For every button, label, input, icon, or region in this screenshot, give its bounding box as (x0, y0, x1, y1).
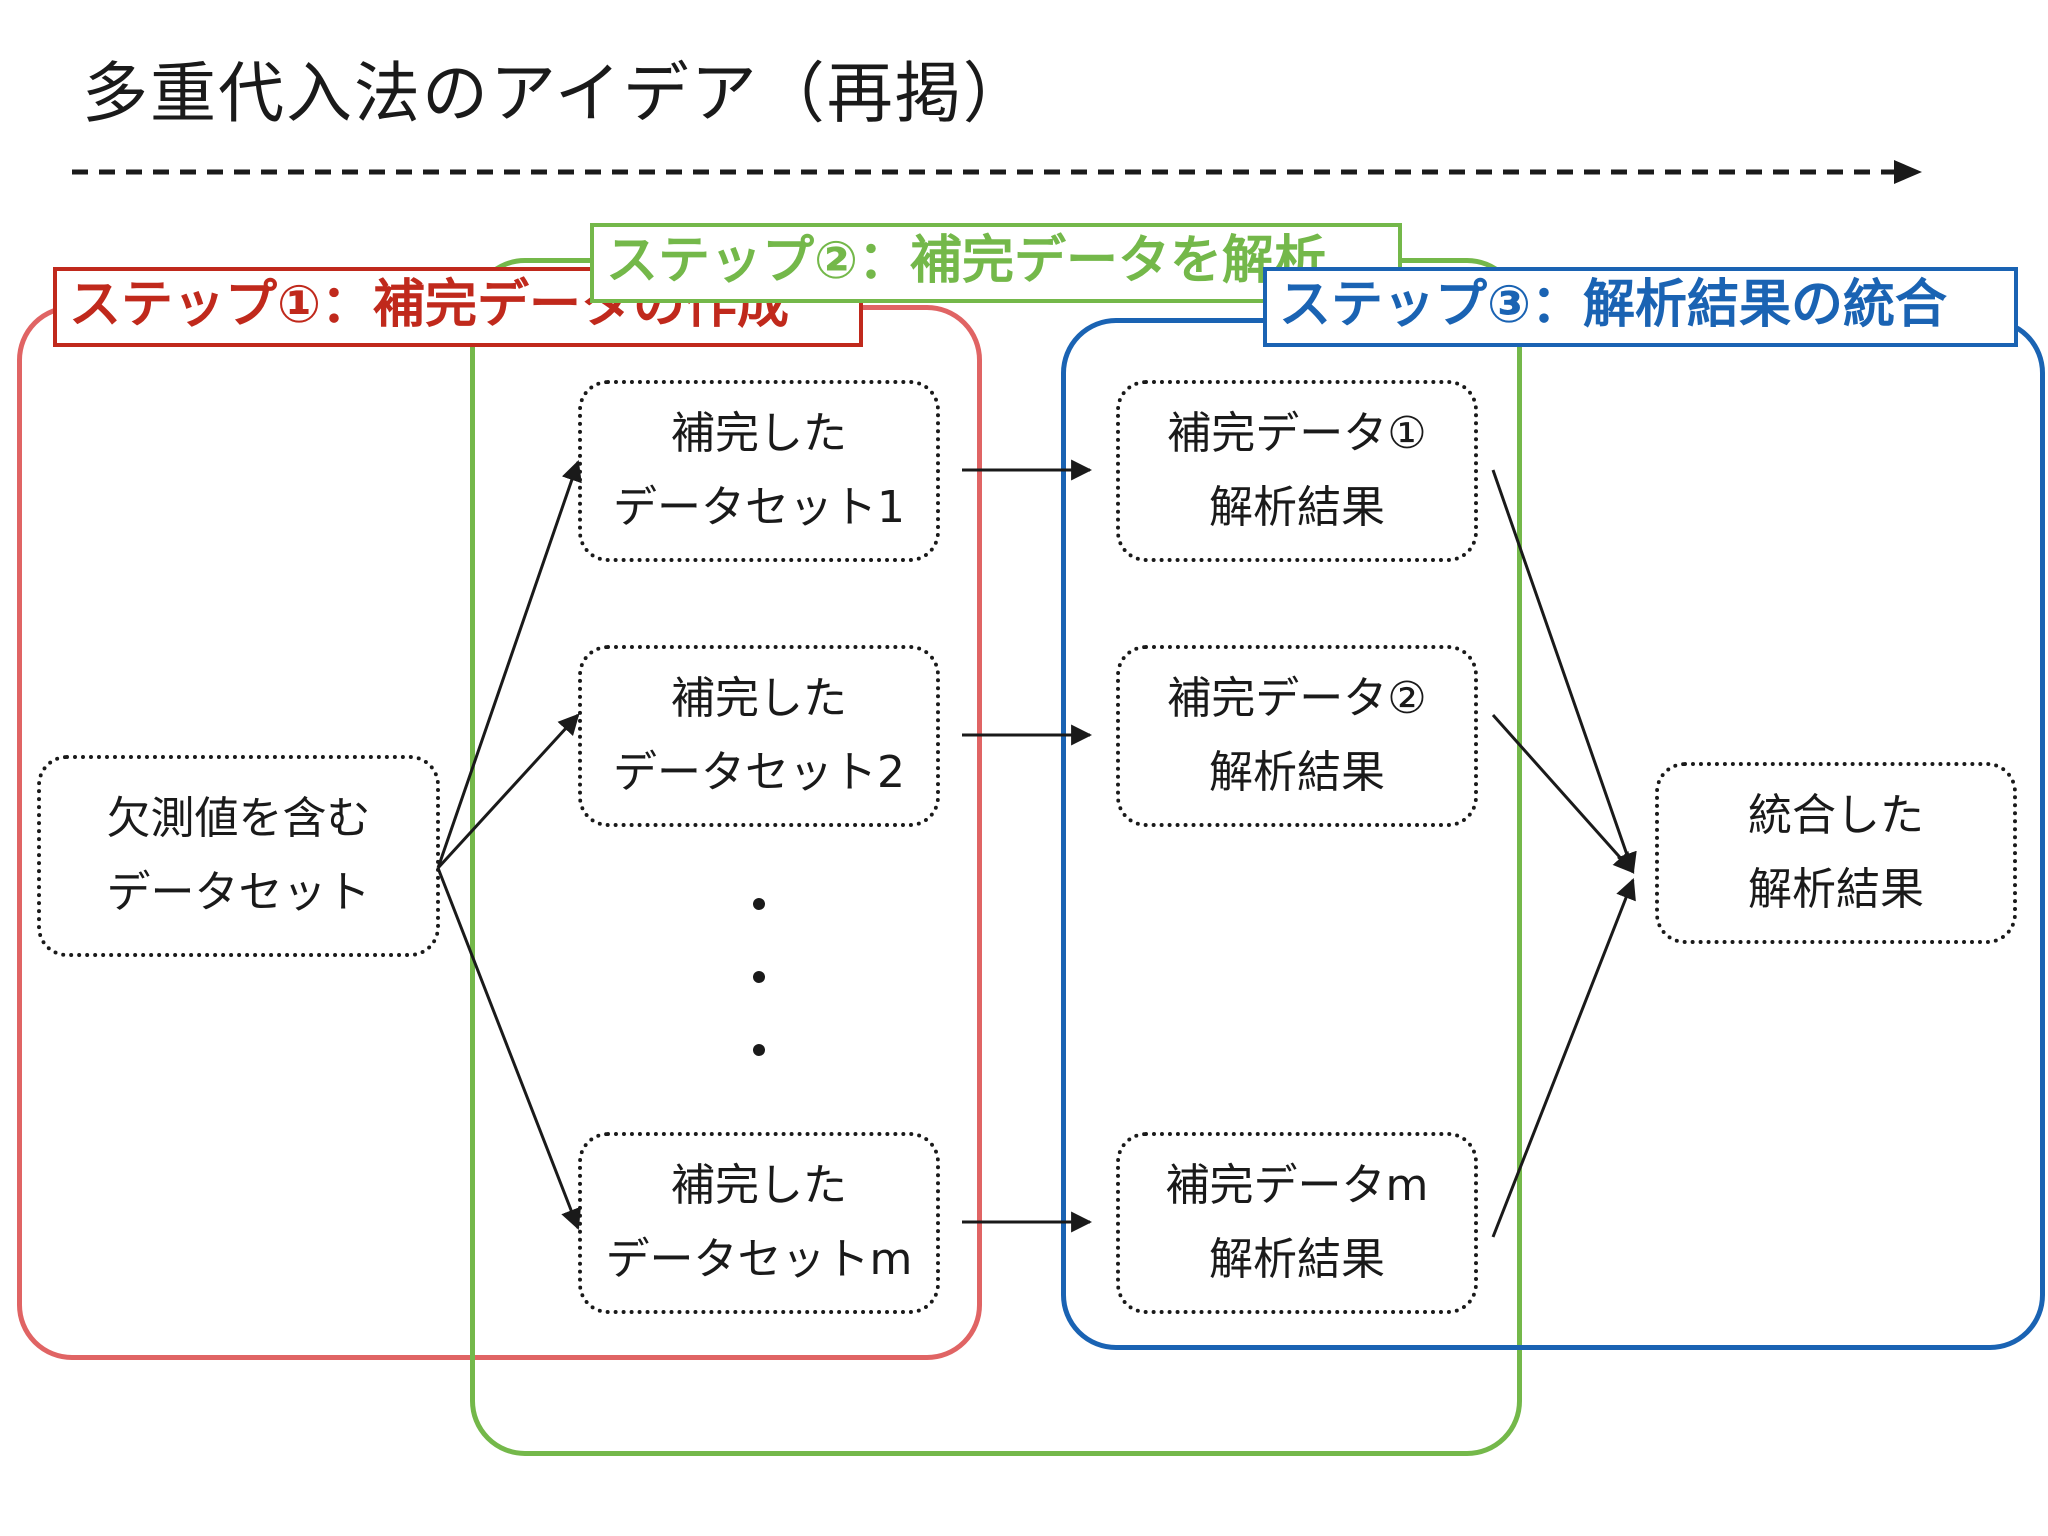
node-missing-dataset: 欠測値を含む データセット (37, 755, 440, 957)
node-ds2-line2: データセット2 (613, 747, 905, 798)
timeline-arrowhead (1894, 160, 1922, 184)
node-missing-line1: 欠測値を含む (106, 793, 371, 844)
node-dsm-line2: データセットm (605, 1234, 913, 1285)
node-resm-line2: 解析結果 (1209, 1234, 1385, 1285)
node-imputed-dataset-2: 補完した データセット2 (578, 645, 940, 827)
node-res2-line2: 解析結果 (1209, 747, 1385, 798)
node-res2-line1: 補完データ② (1167, 673, 1427, 724)
node-analysis-result-2: 補完データ② 解析結果 (1116, 645, 1478, 827)
node-imputed-dataset-m: 補完した データセットm (578, 1132, 940, 1314)
node-res1-line1: 補完データ① (1167, 408, 1427, 459)
step2-label: ステップ②：補完データを解析 (590, 223, 1402, 303)
node-res1-line2: 解析結果 (1209, 482, 1385, 533)
page-title: 多重代入法のアイデア（再掲） (82, 55, 1031, 132)
node-ds2-line1: 補完した (671, 673, 847, 724)
node-missing-line2: データセット (106, 867, 371, 918)
node-dsm-line1: 補完した (671, 1160, 847, 1211)
node-analysis-result-m: 補完データm 解析結果 (1116, 1132, 1478, 1314)
node-merged-line2: 解析結果 (1748, 864, 1924, 915)
node-imputed-dataset-1: 補完した データセット1 (578, 380, 940, 562)
node-analysis-result-1: 補完データ① 解析結果 (1116, 380, 1478, 562)
node-ds1-line1: 補完した (671, 408, 847, 459)
node-merged-line1: 統合した (1748, 790, 1924, 841)
node-ds1-line2: データセット1 (613, 482, 905, 533)
node-resm-line1: 補完データm (1165, 1160, 1429, 1211)
step3-label: ステップ③：解析結果の統合 (1263, 267, 2018, 347)
node-merged-result: 統合した 解析結果 (1655, 762, 2017, 944)
